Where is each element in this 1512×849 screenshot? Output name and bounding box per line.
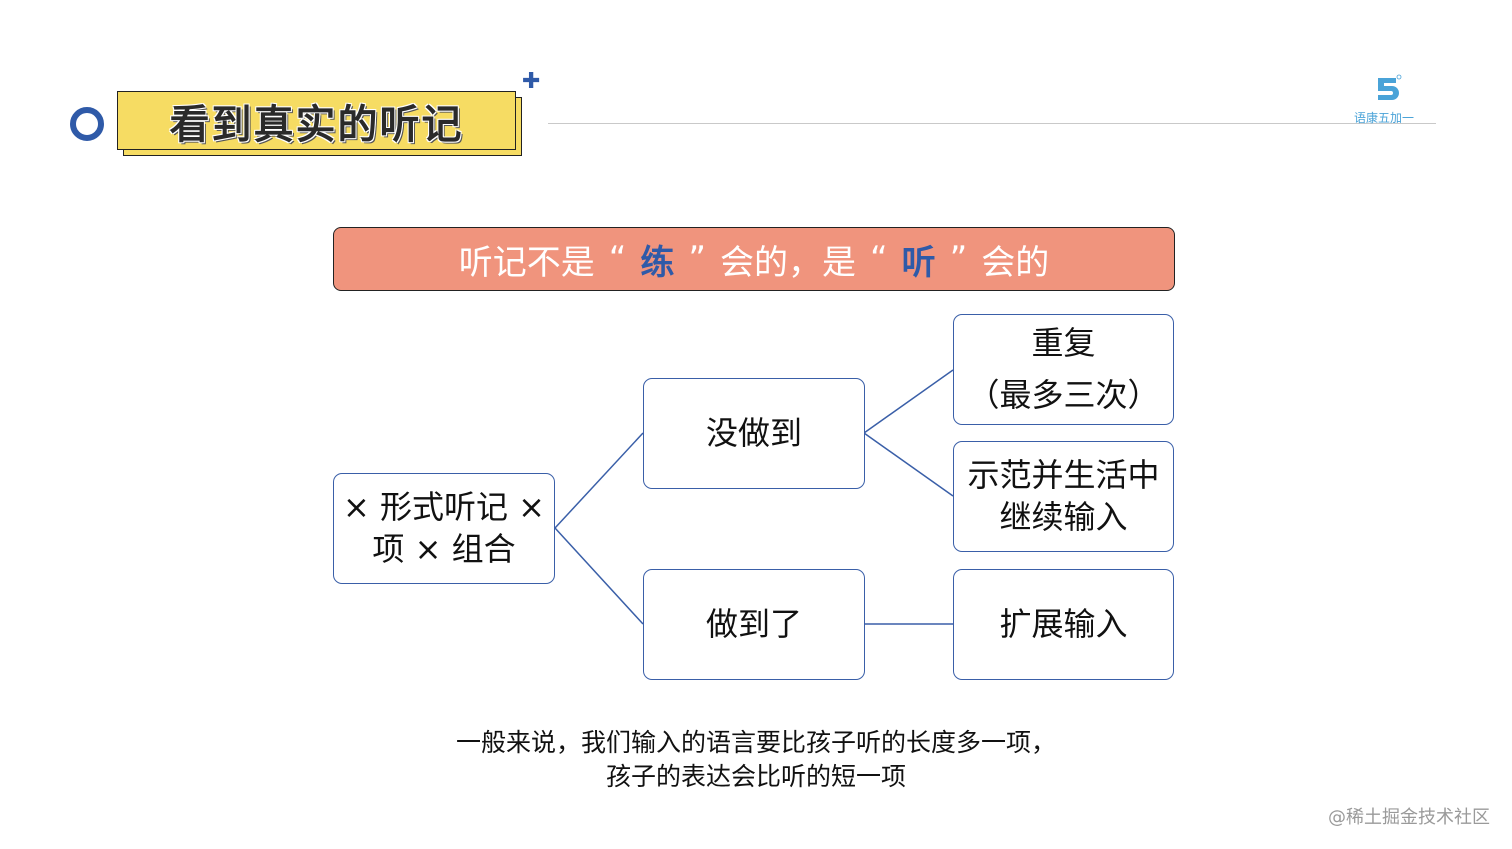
page-title: 看到真实的听记 bbox=[169, 101, 464, 148]
banner-text-part3: 会的 bbox=[981, 242, 1050, 283]
watermark: @稀土掘金技术社区 bbox=[1328, 807, 1490, 828]
banner-accent-practice: 练 bbox=[640, 242, 675, 283]
connector-not-done-to-repeat bbox=[863, 369, 954, 434]
plus-icon: ✚ bbox=[522, 69, 541, 94]
caption: 一般来说，我们输入的语言要比孩子听的长度多一项， 孩子的表达会比听的短一项 bbox=[0, 726, 1512, 794]
branch-node-done: 做到了 bbox=[643, 569, 865, 680]
root-node-line1: × 形式听记 × bbox=[343, 487, 545, 526]
leaf-node-demo: 示范并生活中 继续输入 bbox=[953, 441, 1174, 552]
leaf-node-expand-label: 扩展输入 bbox=[999, 604, 1128, 643]
leaf-node-demo-line1: 示范并生活中 bbox=[967, 455, 1160, 494]
brand-logo-text: 语康五加一 bbox=[1354, 111, 1415, 125]
connector-not-done-to-demo bbox=[863, 432, 954, 497]
title-box: 看到真实的听记 bbox=[117, 91, 516, 150]
branch-node-not-done: 没做到 bbox=[643, 378, 865, 489]
root-node: × 形式听记 × 项 × 组合 bbox=[333, 473, 555, 584]
connector-root-to-not-done bbox=[554, 432, 644, 529]
header-divider bbox=[548, 123, 1436, 124]
banner-text-part2: 会的，是 bbox=[720, 242, 856, 283]
banner-text-part1: 听记不是 bbox=[458, 242, 595, 283]
leaf-node-repeat-line2: （最多三次） bbox=[967, 375, 1160, 414]
leaf-node-demo-line2: 继续输入 bbox=[999, 497, 1128, 536]
branch-node-not-done-label: 没做到 bbox=[705, 413, 802, 452]
leaf-node-expand: 扩展输入 bbox=[953, 569, 1174, 680]
banner-open-quote-2: “ bbox=[870, 239, 888, 279]
brand-logo-icon bbox=[1378, 74, 1402, 100]
banner-open-quote-1: “ bbox=[608, 239, 627, 279]
connector-root-to-done bbox=[554, 527, 644, 625]
banner-close-quote-2: ” bbox=[949, 239, 968, 279]
bullet-ring-icon bbox=[70, 107, 104, 141]
banner-close-quote-1: ” bbox=[688, 239, 706, 279]
caption-line2: 孩子的表达会比听的短一项 bbox=[605, 762, 906, 791]
root-node-line2: 项 × 组合 bbox=[372, 529, 516, 568]
leaf-node-repeat: 重复 （最多三次） bbox=[953, 314, 1174, 425]
banner-accent-listen: 听 bbox=[901, 242, 936, 283]
branch-node-done-label: 做到了 bbox=[705, 604, 802, 643]
headline-banner: 听记不是 “ 练 ” 会的，是 “ 听 ” 会的 bbox=[333, 227, 1175, 291]
caption-line1: 一般来说，我们输入的语言要比孩子听的长度多一项， bbox=[455, 728, 1056, 757]
leaf-node-repeat-line1: 重复 bbox=[1031, 324, 1096, 363]
